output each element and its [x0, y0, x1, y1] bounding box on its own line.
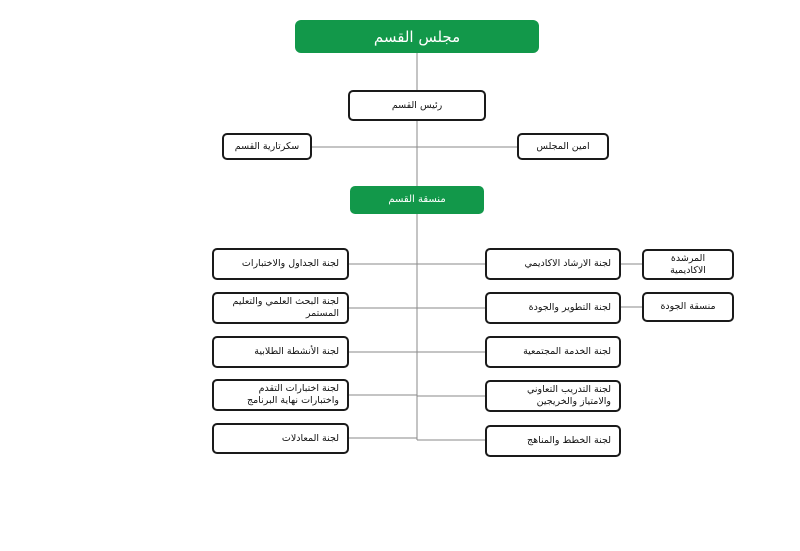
committee-plans: لجنة الخطط والمناهج	[485, 425, 621, 457]
committee-research: لجنة البحث العلمي والتعليم المستمر	[212, 292, 349, 324]
committee-activities: لجنة الأنشطة الطلابية	[212, 336, 349, 368]
academic-advisor-node: المرشدة الاكاديمية	[642, 249, 734, 280]
committee-advising-label: لجنة الارشاد الاكاديمي	[524, 258, 611, 269]
quality-coordinator-node: منسقة الجودة	[642, 292, 734, 322]
coordinator-node: منسقة القسم	[350, 186, 484, 214]
committee-community-label: لجنة الخدمة المجتمعية	[523, 346, 611, 357]
head-label: رئيس القسم	[391, 99, 443, 111]
council-label: مجلس القسم	[373, 27, 461, 46]
committee-research-label: لجنة البحث العلمي والتعليم المستمر	[232, 296, 340, 319]
committee-equivalency-label: لجنة المعادلات	[281, 432, 339, 444]
committee-development: لجنة التطوير والجودة	[485, 292, 621, 324]
council-secretary-label: امين المجلس	[536, 140, 590, 152]
committee-schedules: لجنة الجداول والاختبارات	[212, 248, 349, 280]
committee-plans-label: لجنة الخطط والمناهج	[526, 435, 611, 446]
secretary-node: سكرتارية القسم	[222, 133, 312, 160]
committee-coop: لجنة التدريب التعاوني والامتياز والخريجي…	[485, 380, 621, 412]
council-node: مجلس القسم	[295, 20, 539, 53]
committee-advising: لجنة الارشاد الاكاديمي	[485, 248, 621, 280]
committee-schedules-label: لجنة الجداول والاختبارات	[241, 258, 339, 269]
council-secretary-node: امين المجلس	[517, 133, 609, 160]
committee-progress-tests-label: لجنة اختبارات التقدم واختبارات نهاية الب…	[247, 383, 339, 406]
quality-coordinator-label: منسقة الجودة	[660, 301, 716, 312]
secretary-label: سكرتارية القسم	[234, 140, 300, 152]
committee-coop-label: لجنة التدريب التعاوني والامتياز والخريجي…	[526, 384, 611, 407]
committee-community: لجنة الخدمة المجتمعية	[485, 336, 621, 368]
committee-activities-label: لجنة الأنشطة الطلابية	[254, 346, 339, 357]
committee-equivalency: لجنة المعادلات	[212, 423, 349, 454]
head-node: رئيس القسم	[348, 90, 486, 121]
academic-advisor-label: المرشدة الاكاديمية	[670, 252, 706, 276]
committee-development-label: لجنة التطوير والجودة	[528, 302, 611, 313]
coordinator-label: منسقة القسم	[388, 194, 446, 205]
committee-progress-tests: لجنة اختبارات التقدم واختبارات نهاية الب…	[212, 379, 349, 411]
